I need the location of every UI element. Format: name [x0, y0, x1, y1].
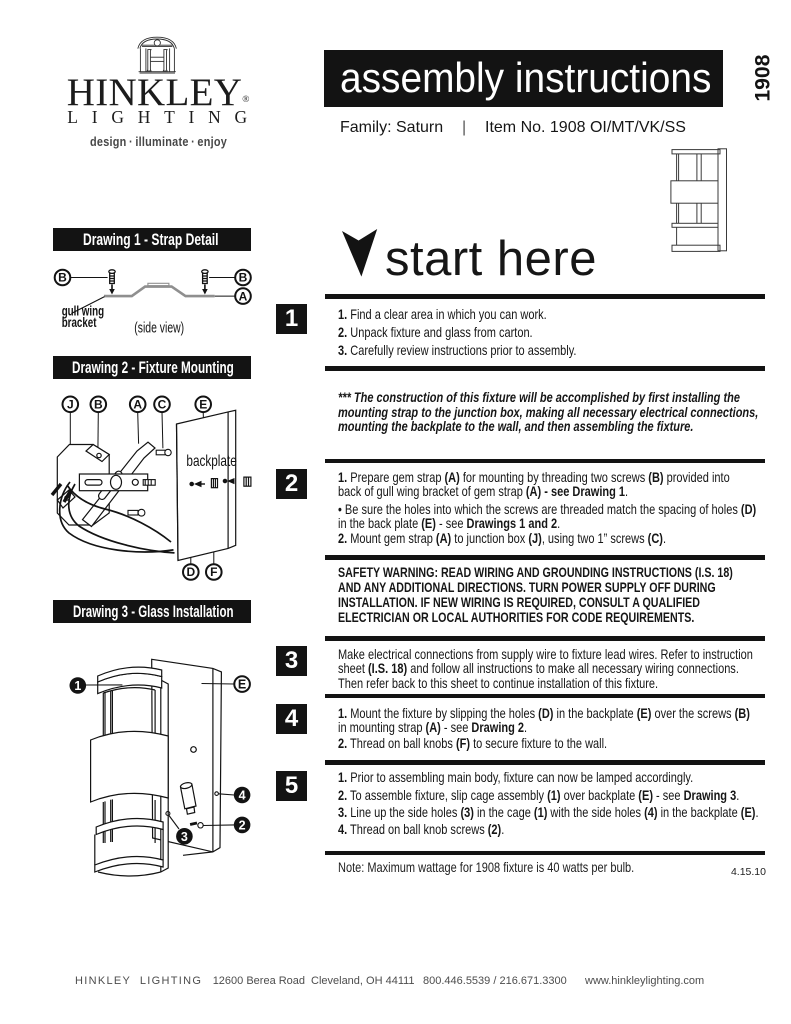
svg-text:B: B [239, 271, 248, 285]
svg-text:B: B [94, 398, 103, 412]
svg-text:1: 1 [74, 679, 81, 693]
svg-text:A: A [133, 398, 142, 412]
svg-text:(side view): (side view) [134, 320, 184, 336]
svg-text:2: 2 [239, 818, 246, 832]
svg-text:backplate: backplate [186, 452, 237, 469]
svg-text:E: E [199, 398, 207, 412]
svg-text:C: C [158, 398, 167, 412]
svg-text:B: B [58, 271, 67, 285]
svg-text:F: F [210, 565, 217, 579]
svg-text:E: E [238, 678, 246, 692]
svg-text:4: 4 [239, 789, 246, 803]
svg-text:gull wing: gull wing [62, 303, 104, 319]
svg-text:3: 3 [181, 830, 188, 844]
svg-text:bracket: bracket [62, 314, 97, 330]
svg-text:J: J [67, 398, 74, 412]
svg-text:A: A [239, 289, 248, 303]
svg-text:D: D [186, 565, 195, 579]
